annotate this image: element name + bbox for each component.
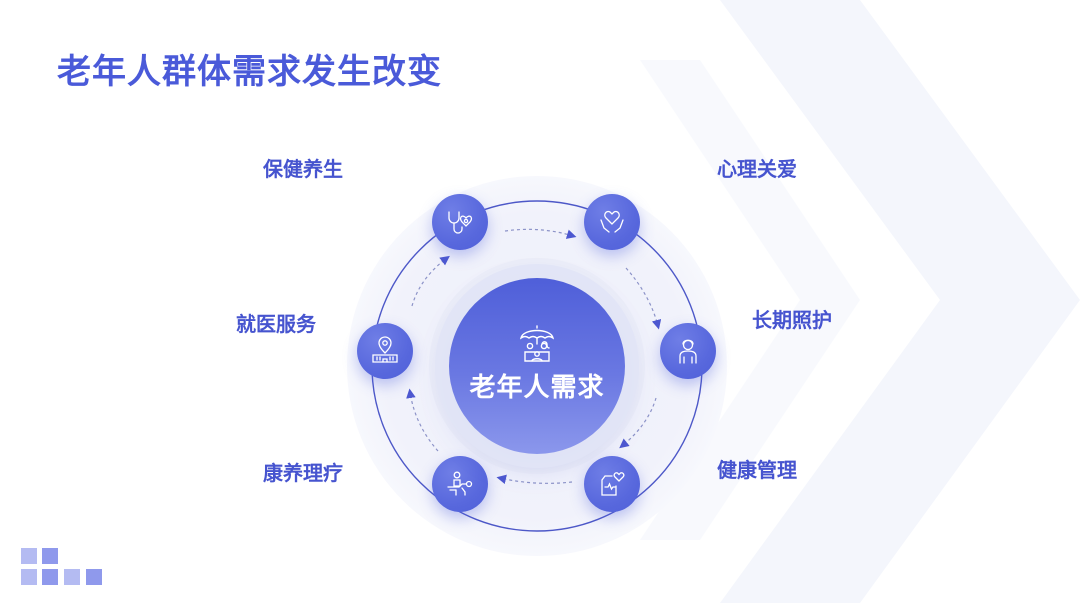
decor-square (21, 569, 37, 585)
center-label: 老年人需求 (469, 372, 605, 403)
decor-square (86, 569, 102, 585)
node-health-preservation[interactable] (432, 194, 488, 250)
arrow-3 (619, 397, 657, 449)
node-long-term-care[interactable] (660, 323, 716, 379)
center-core-circle: 老年人需求 (449, 278, 625, 454)
arrow-6 (411, 255, 450, 307)
physical-therapy-icon (447, 471, 473, 496)
decor-square (21, 548, 37, 564)
label-health-preservation: 保健养生 (263, 157, 343, 181)
decor-square (42, 548, 58, 564)
health-record-heart-icon (601, 472, 625, 496)
label-health-management: 健康管理 (717, 458, 797, 482)
label-rehab-therapy: 康养理疗 (263, 461, 343, 485)
stethoscope-heart-icon (448, 211, 473, 234)
node-rehab-therapy[interactable] (432, 456, 488, 512)
arrow-1 (504, 228, 577, 239)
arrow-2 (625, 267, 662, 330)
label-medical-service: 就医服务 (236, 312, 316, 336)
heart-hands-icon (600, 210, 624, 233)
node-psychological-care[interactable] (584, 194, 640, 250)
label-long-term-care: 长期照护 (752, 308, 832, 332)
arrow-5 (406, 388, 439, 452)
hospital-location-icon (372, 336, 398, 363)
decor-square (64, 569, 80, 585)
umbrella-family-icon (519, 324, 555, 362)
slide-title: 老年人群体需求发生改变 (57, 52, 442, 92)
node-medical-service[interactable] (357, 323, 413, 379)
node-health-management[interactable] (584, 456, 640, 512)
decor-square (42, 569, 58, 585)
arrow-4 (496, 474, 573, 485)
label-psychological-care: 心理关爱 (717, 157, 797, 181)
caregiver-person-icon (679, 339, 697, 364)
